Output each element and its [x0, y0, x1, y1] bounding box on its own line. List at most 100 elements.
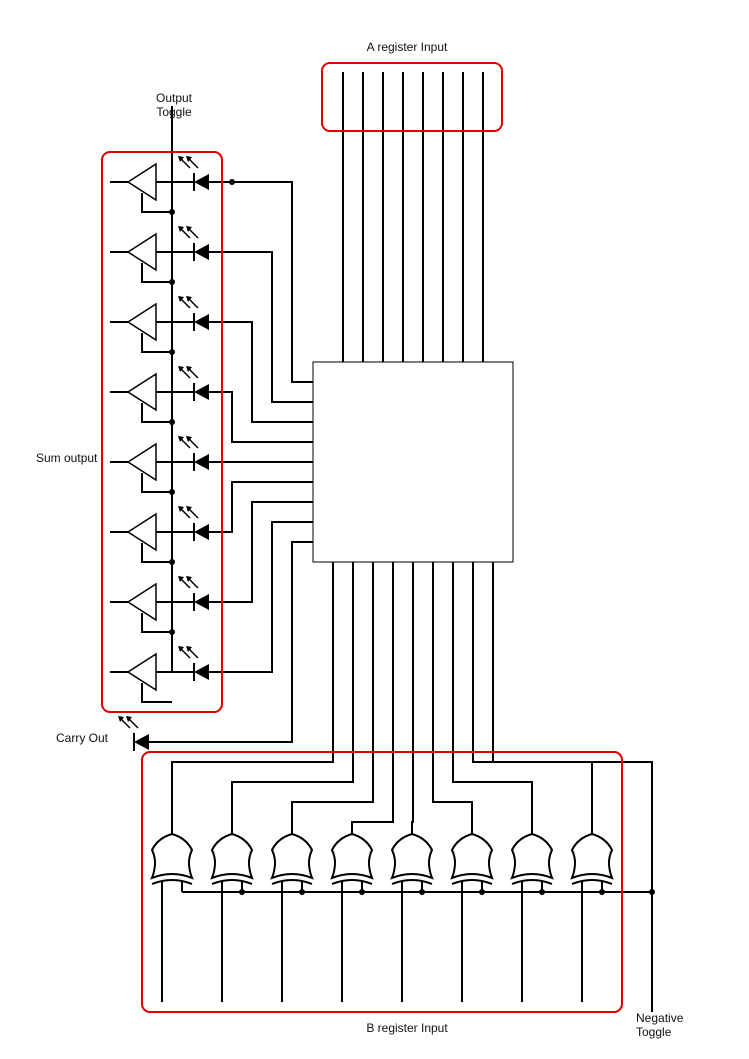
buffer-icon	[126, 232, 157, 272]
led-arrowhead	[178, 646, 184, 652]
components	[118, 156, 655, 895]
enable-wire	[141, 683, 172, 703]
junction-dot	[239, 889, 245, 895]
xor-back-curve	[391, 879, 433, 885]
sum-bit-wire	[209, 251, 313, 403]
led-arrowhead	[178, 296, 184, 302]
xor-gate-icon	[150, 832, 194, 885]
a-register-label: A register Input	[367, 40, 448, 54]
xor-gate-icon	[270, 832, 314, 885]
junction-dot	[649, 889, 655, 895]
junction-dot	[479, 889, 485, 895]
led-arrowhead	[186, 296, 192, 302]
led-diode-icon	[194, 594, 209, 610]
xor-body	[210, 832, 254, 880]
enable-wire	[141, 193, 172, 213]
xor-body	[390, 832, 434, 880]
xor-back-curve	[211, 879, 253, 885]
sum-bit-wire	[209, 521, 313, 673]
enable-wire	[141, 263, 172, 283]
carry-out-label: Carry Out	[56, 731, 109, 745]
xor-output-wire	[291, 562, 374, 836]
xor-output-wire	[452, 562, 533, 836]
sum-bit-wire	[209, 181, 313, 383]
led-diode-icon	[194, 664, 209, 680]
led-arrowhead	[178, 576, 184, 582]
a-register-box	[321, 62, 503, 132]
junction-dot	[599, 889, 605, 895]
buffer-icon	[126, 512, 157, 552]
xor-gate-icon	[330, 832, 374, 885]
led-arrowhead	[186, 436, 192, 442]
sum-output-label: Sum output	[36, 451, 98, 465]
junction-dot	[169, 419, 175, 425]
led-arrowhead	[186, 366, 192, 372]
enable-wire	[141, 543, 172, 563]
sum-bit-wire	[209, 481, 313, 533]
junction-dot	[169, 209, 175, 215]
sum-bit-wire	[209, 321, 313, 423]
junction-dot	[169, 279, 175, 285]
labels: A register Input Output Toggle Sum outpu…	[36, 40, 684, 1039]
enable-wire	[141, 613, 172, 633]
junction-dot	[169, 559, 175, 565]
xor-back-curve	[331, 879, 373, 885]
xor-output-wire	[351, 562, 394, 836]
xor-back-curve	[271, 879, 313, 885]
xor-back-curve	[151, 879, 193, 885]
led-arrowhead	[186, 226, 192, 232]
xor-body	[150, 832, 194, 880]
sum-bit-wire	[209, 501, 313, 603]
wires	[110, 72, 653, 1012]
xor-body	[270, 832, 314, 880]
led-diode-icon	[194, 454, 209, 470]
xor-body	[510, 832, 554, 880]
xor-back-curve	[511, 879, 553, 885]
carry-out-wire	[149, 541, 313, 743]
xor-body	[570, 832, 614, 880]
junction-dot	[169, 489, 175, 495]
led-diode-icon	[194, 174, 209, 190]
buffer-icon	[126, 442, 157, 482]
xor-gate-icon	[210, 832, 254, 885]
led-diode-icon	[134, 734, 149, 750]
xor-gate-icon	[570, 832, 614, 885]
negative-toggle-label-line2: Toggle	[636, 1025, 672, 1039]
junction-dot	[169, 629, 175, 635]
led-arrowhead	[186, 576, 192, 582]
led-arrowhead	[178, 226, 184, 232]
buffer-icon	[126, 372, 157, 412]
b-register-box	[141, 751, 623, 1013]
led-arrowhead	[178, 506, 184, 512]
led-arrowhead	[186, 646, 192, 652]
b-register-label: B register Input	[366, 1021, 448, 1035]
sum-output-box	[101, 151, 223, 713]
buffer-icon	[126, 652, 157, 692]
xor-output-wire	[411, 562, 414, 836]
led-diode-icon	[194, 384, 209, 400]
sum-bit-wire	[209, 391, 313, 443]
led-arrowhead	[118, 716, 124, 722]
led-arrowhead	[178, 156, 184, 162]
xor-output-wire	[231, 562, 354, 836]
buffer-icon	[126, 162, 157, 202]
xor-output-wire	[432, 562, 473, 836]
output-toggle-label-line2: Toggle	[156, 105, 192, 119]
xor-gate-icon	[450, 832, 494, 885]
xor-gate-icon	[510, 832, 554, 885]
xor-gate-icon	[390, 832, 434, 885]
xor-back-curve	[571, 879, 613, 885]
led-diode-icon	[194, 244, 209, 260]
enable-wire	[141, 473, 172, 493]
junction-dot	[419, 889, 425, 895]
xor-back-curve	[451, 879, 493, 885]
junction-dot	[539, 889, 545, 895]
negative-toggle-wire	[492, 562, 653, 1012]
negative-toggle-label-line1: Negative	[636, 1011, 684, 1025]
xor-body	[330, 832, 374, 880]
led-arrowhead	[126, 716, 132, 722]
led-diode-icon	[194, 524, 209, 540]
junction-dot	[229, 179, 235, 185]
buffer-icon	[126, 302, 157, 342]
